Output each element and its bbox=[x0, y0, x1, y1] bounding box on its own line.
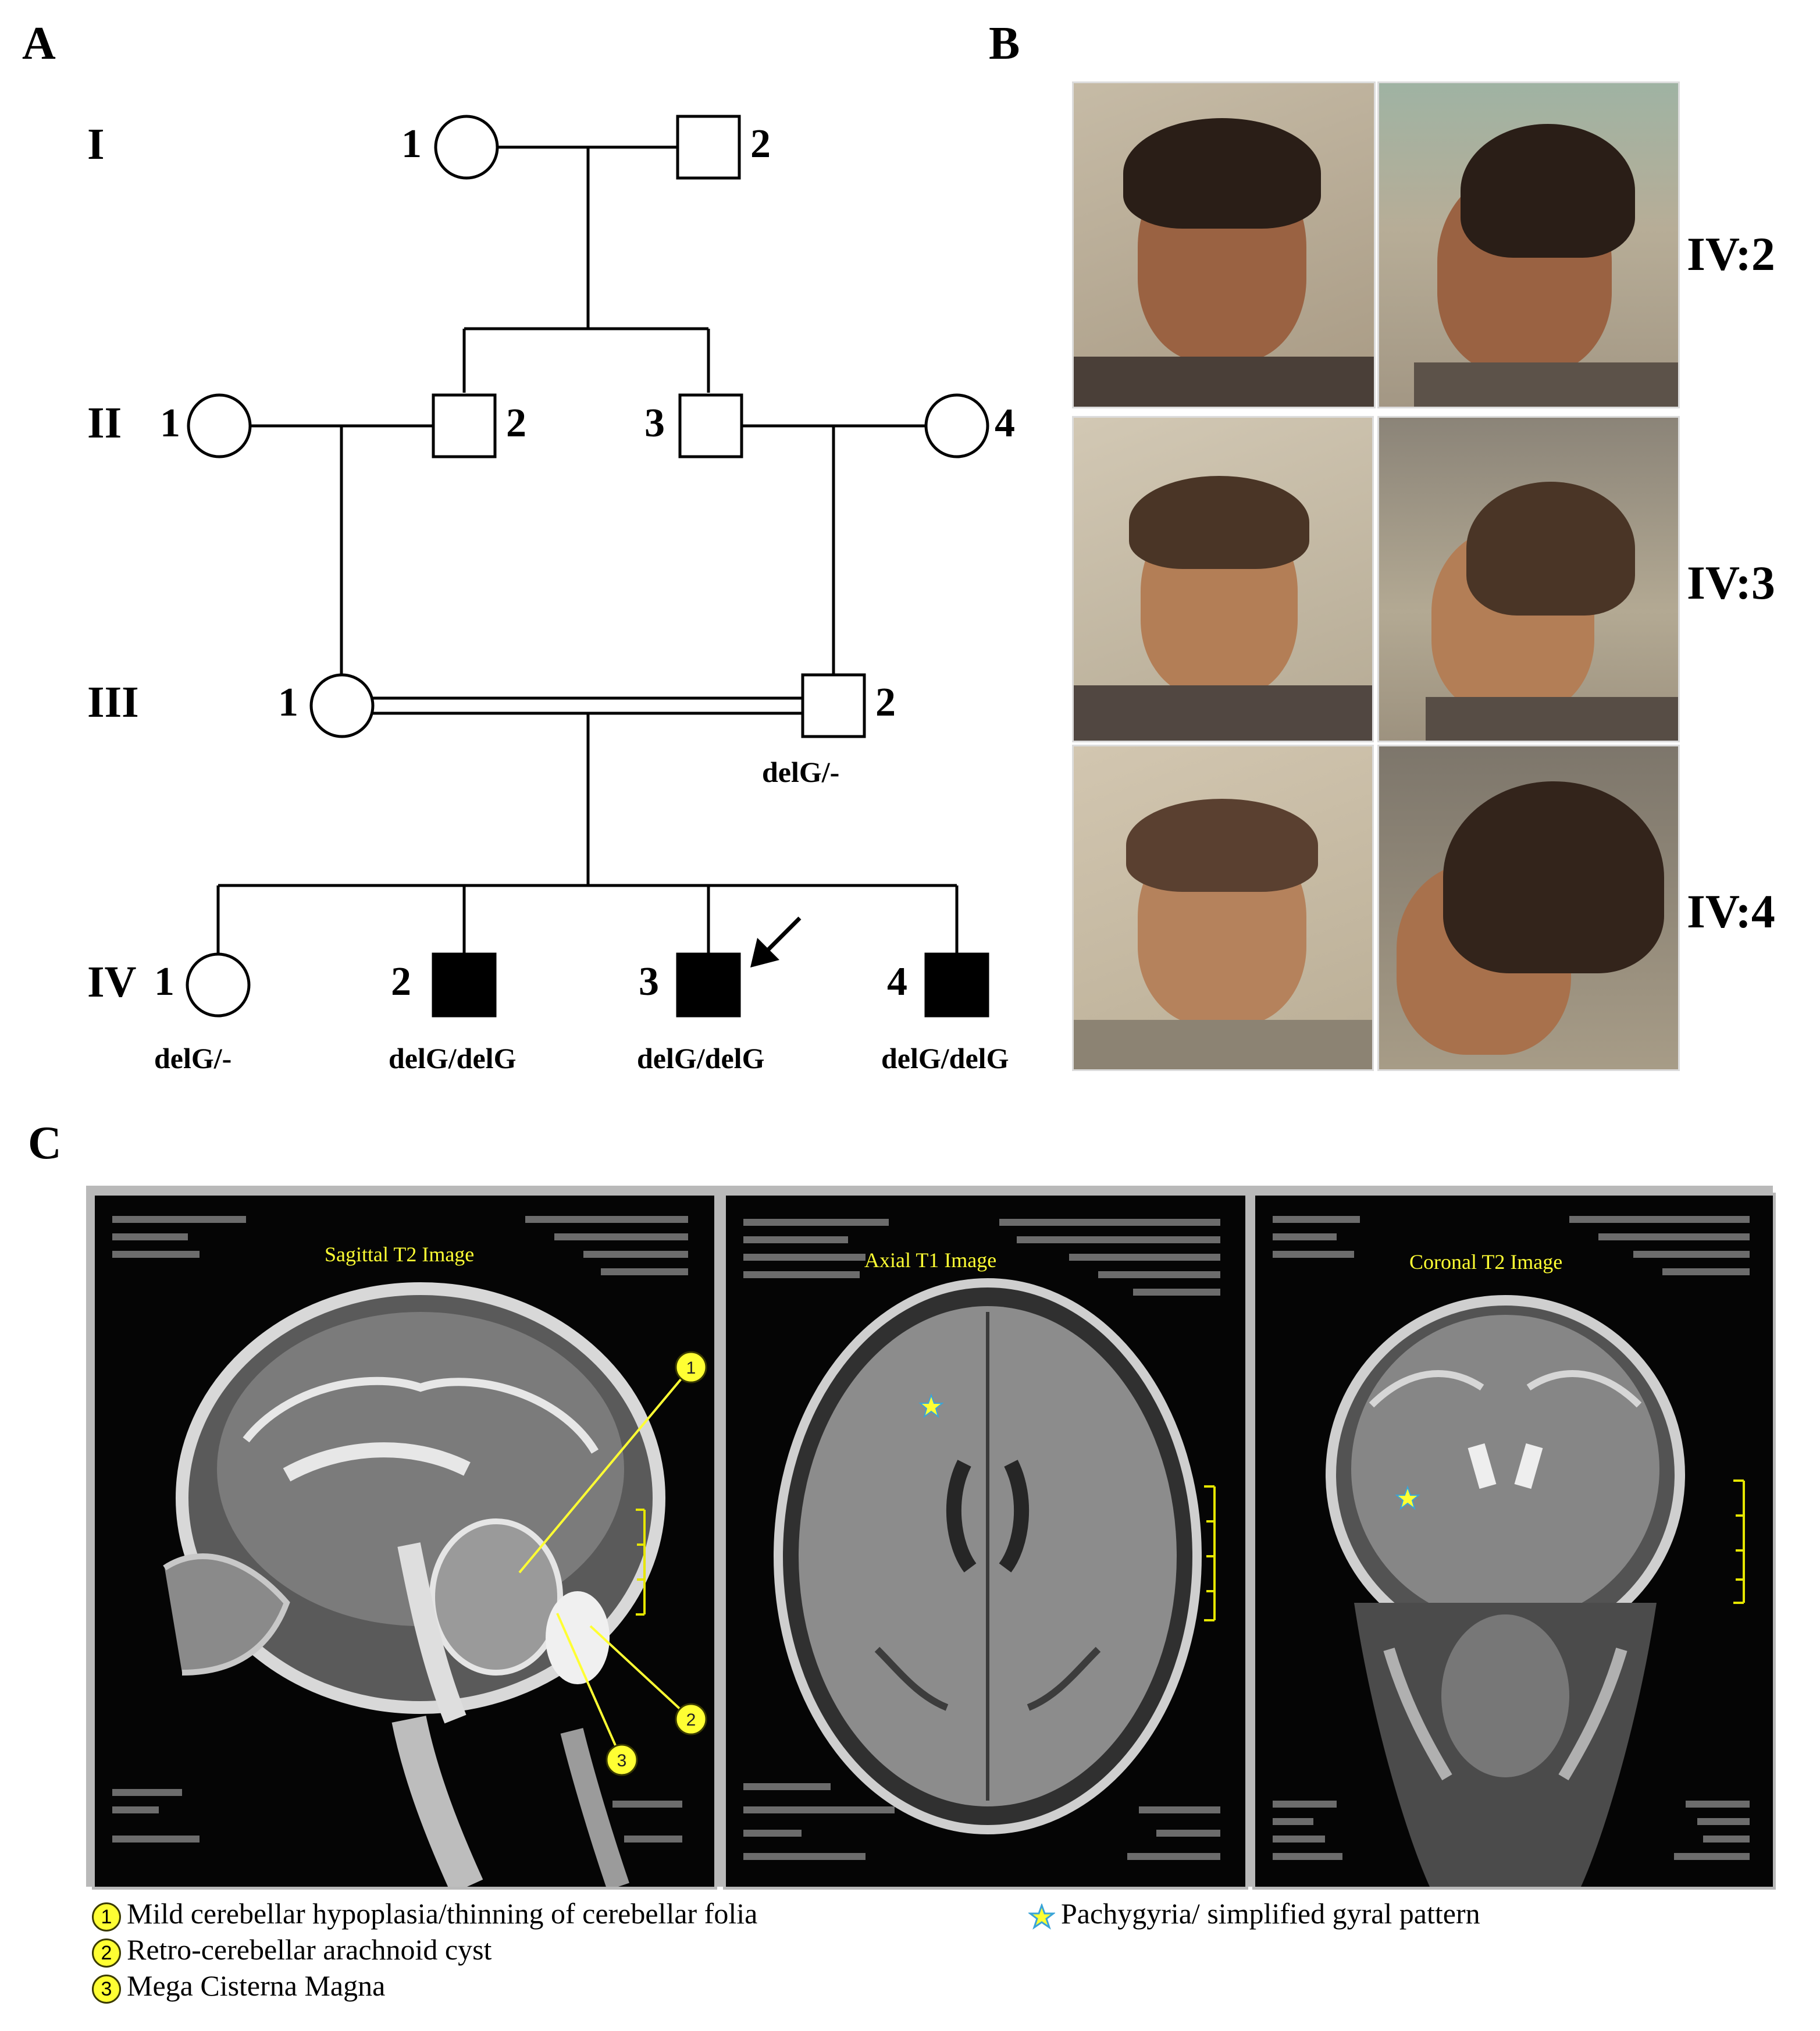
pedigree-affected-male-IV3 bbox=[676, 952, 741, 1018]
generation-label-II: II bbox=[87, 399, 122, 447]
individual-number-III1: 1 bbox=[278, 680, 298, 725]
star-icon bbox=[1027, 1902, 1056, 1930]
pedigree-female-II1 bbox=[187, 393, 252, 458]
mri-coronal-star bbox=[1395, 1485, 1420, 1510]
individual-number-IV1: 1 bbox=[154, 959, 174, 1004]
mri-marker-3-label: 3 bbox=[617, 1751, 627, 1770]
mri-marker-2 bbox=[675, 1703, 707, 1735]
photo-label-iv4: IV:4 bbox=[1687, 885, 1775, 938]
pedigree-female-III1 bbox=[309, 673, 375, 738]
pedigree-male-II2 bbox=[432, 393, 497, 458]
individual-number-I1: 1 bbox=[401, 122, 422, 166]
pedigree-affected-male-IV2 bbox=[432, 952, 497, 1018]
photo-iv4-frontal bbox=[1072, 745, 1374, 1071]
legend-marker-1: 1 bbox=[92, 1902, 121, 1932]
pedigree-male-I2 bbox=[676, 115, 741, 180]
mri-coronal: Coronal T2 Image bbox=[1252, 1193, 1776, 1890]
pedigree-female-I1 bbox=[434, 115, 499, 180]
legend-text-3: Mega Cisterna Magna bbox=[127, 1969, 386, 2002]
generation-label-IV: IV bbox=[87, 958, 137, 1006]
legend-text-2: Retro-cerebellar arachnoid cyst bbox=[127, 1933, 492, 1966]
individual-number-II1: 1 bbox=[160, 401, 180, 446]
generation-label-III: III bbox=[87, 678, 139, 727]
genotype-IV3: delG/delG bbox=[637, 1042, 765, 1075]
mri-axial-star bbox=[918, 1393, 944, 1418]
legend-text-1: Mild cerebellar hypoplasia/thinning of c… bbox=[127, 1897, 758, 1930]
genotype-III2: delG/- bbox=[762, 756, 840, 788]
individual-number-IV3: 3 bbox=[639, 959, 659, 1004]
photo-iv4-profile bbox=[1377, 745, 1680, 1071]
legend-item-star: Pachygyria/ simplified gyral pattern bbox=[1027, 1897, 1480, 1930]
panel-label-a: A bbox=[22, 18, 56, 69]
photo-iv2-profile bbox=[1377, 81, 1680, 408]
mri-sagittal-title: Sagittal T2 Image bbox=[325, 1243, 475, 1266]
pedigree-female-IV1 bbox=[186, 952, 251, 1018]
mri-marker-1-label: 1 bbox=[686, 1358, 696, 1378]
photo-label-iv2: IV:2 bbox=[1687, 227, 1775, 280]
generation-label-I: I bbox=[87, 120, 105, 169]
photo-iv3-frontal bbox=[1072, 416, 1374, 742]
photo-label-iv3: IV:3 bbox=[1687, 556, 1775, 609]
mri-marker-1 bbox=[675, 1351, 707, 1383]
mri-marker-2-label: 2 bbox=[686, 1710, 696, 1730]
pedigree-male-II3 bbox=[678, 393, 743, 458]
individual-number-II3: 3 bbox=[644, 401, 665, 446]
photo-iv2-frontal bbox=[1072, 81, 1376, 408]
individual-number-III2: 2 bbox=[875, 680, 896, 725]
genotype-IV1: delG/- bbox=[154, 1042, 232, 1075]
mri-coronal-title: Coronal T2 Image bbox=[1409, 1250, 1563, 1274]
mri-axial-title: Axial T1 Image bbox=[864, 1249, 997, 1272]
pedigree-male-III2 bbox=[801, 673, 866, 738]
genotype-IV4: delG/delG bbox=[881, 1042, 1009, 1075]
genotype-IV2: delG/delG bbox=[389, 1042, 517, 1075]
individual-number-IV4: 4 bbox=[887, 959, 907, 1004]
pedigree-female-II4 bbox=[924, 393, 989, 458]
mri-axial: Axial T1 Image bbox=[723, 1193, 1248, 1890]
mri-sagittal: Sagittal T2 Image 1 2 3 bbox=[92, 1193, 717, 1890]
panel-label-c: C bbox=[28, 1118, 62, 1169]
legend-marker-3: 3 bbox=[92, 1974, 121, 2004]
legend-text-star: Pachygyria/ simplified gyral pattern bbox=[1061, 1897, 1480, 1930]
panel-label-b: B bbox=[989, 18, 1020, 69]
individual-number-IV2: 2 bbox=[391, 959, 411, 1004]
pedigree-chart bbox=[186, 115, 989, 1018]
individual-number-II4: 4 bbox=[995, 401, 1015, 446]
mri-marker-3 bbox=[606, 1744, 638, 1776]
individual-number-I2: 2 bbox=[750, 122, 771, 166]
legend-marker-2: 2 bbox=[92, 1938, 121, 1968]
proband-arrow bbox=[750, 916, 802, 968]
individual-number-II2: 2 bbox=[506, 401, 526, 446]
pedigree-affected-male-IV4 bbox=[924, 952, 989, 1018]
photo-iv3-profile bbox=[1377, 416, 1680, 742]
